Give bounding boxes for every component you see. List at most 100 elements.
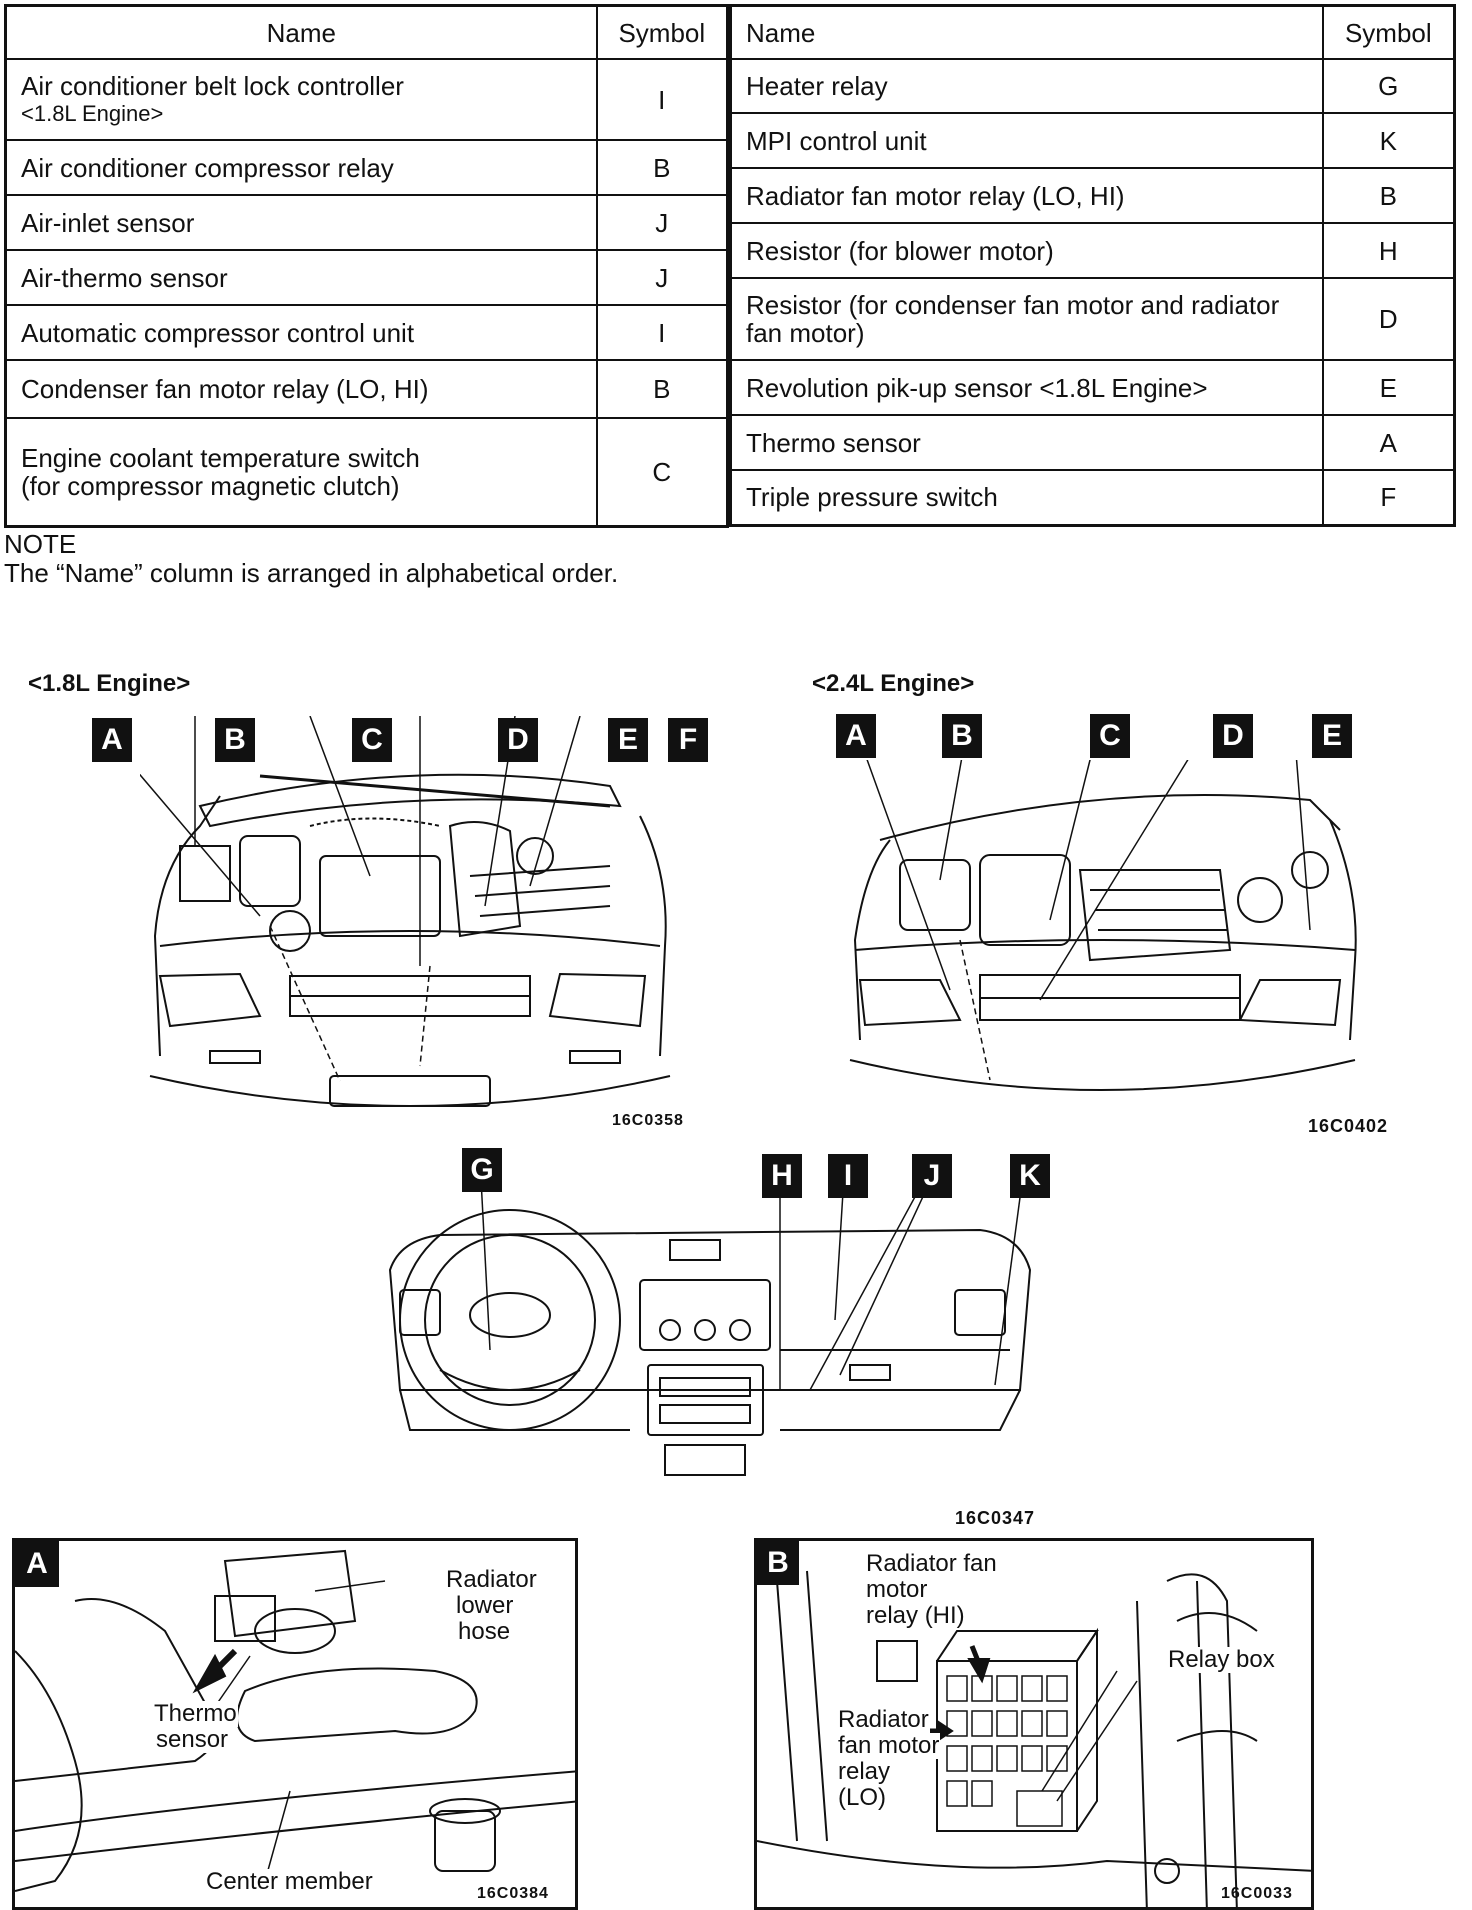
row-symbol: A (1321, 414, 1456, 471)
detail-a-hose-text-1: Radiator (445, 1566, 538, 1593)
row-symbol: I (595, 58, 729, 141)
engine-18-label-b: B (215, 718, 255, 762)
table-row: Air-thermo sensor J (4, 249, 729, 306)
detail-b-lo-text-3: relay (837, 1758, 892, 1785)
engine-18-label-c: C (352, 718, 392, 762)
table-row: Resistor (for condenser fan motor and ra… (729, 277, 1456, 361)
detail-b-hi-text-3: relay (HI) (865, 1602, 966, 1629)
dashboard-label-g: G (462, 1148, 502, 1192)
row-name: Air conditioner belt lock controller (21, 70, 404, 101)
table-row: Air conditioner belt lock controller<1.8… (4, 58, 729, 141)
row-symbol: G (1321, 58, 1456, 114)
dashboard-label-j: J (912, 1154, 952, 1198)
note-text: The “Name” column is arranged in alphabe… (4, 558, 619, 588)
table-row: Air conditioner compressor relay B (4, 139, 729, 196)
row-name: Automatic compressor control unit (4, 304, 598, 361)
row-symbol: J (595, 249, 729, 306)
table-row: Heater relay G (729, 58, 1456, 114)
detail-a-hose-text-3: hose (457, 1618, 512, 1645)
detail-a-frame: A Radiator lower hose Thermo sensor Cent… (12, 1538, 578, 1910)
detail-b-frame: B Radiator fan motor relay (HI) Radiator… (754, 1538, 1314, 1910)
detail-b-lo-text-1: Radiator (837, 1706, 930, 1733)
dashboard-illustration (388, 1190, 1032, 1476)
detail-b-illustration (757, 1570, 1311, 1907)
engine-18-label-a: A (92, 718, 132, 762)
engine-18-caption: <1.8L Engine> (28, 670, 191, 697)
row-symbol: I (595, 304, 729, 361)
detail-a-illustration (15, 1549, 575, 1892)
row-name: MPI control unit (729, 112, 1324, 169)
row-sub: (for compressor magnetic clutch) (21, 470, 400, 501)
detail-b-figure-code: 16C0033 (1221, 1885, 1293, 1902)
header-symbol: Symbol (595, 4, 729, 60)
engine-18-label-d: D (498, 718, 538, 762)
row-symbol: D (1321, 277, 1456, 361)
engine-24-caption: <2.4L Engine> (812, 670, 975, 697)
row-name: Air-inlet sensor (4, 194, 598, 251)
row-name: Engine coolant temperature switch (21, 442, 420, 473)
detail-a-label: A (15, 1541, 59, 1587)
row-name: Heater relay (729, 58, 1324, 114)
table-row: MPI control unit K (729, 112, 1456, 169)
engine-24-illustration (849, 760, 1357, 1091)
dashboard-label-k: K (1010, 1154, 1050, 1198)
table-row: Thermo sensor A (729, 414, 1456, 471)
engine-24-label-d: D (1213, 714, 1253, 758)
row-name: Resistor (for blower motor) (729, 222, 1324, 279)
row-symbol: F (1321, 469, 1456, 526)
row-name: Triple pressure switch (729, 469, 1324, 526)
component-table-left: Name Symbol Air conditioner belt lock co… (4, 4, 729, 528)
row-symbol: E (1321, 359, 1456, 416)
detail-a-figure-code: 16C0384 (477, 1885, 549, 1902)
engine-18-label-e: E (608, 718, 648, 762)
note: NOTE The “Name” column is arranged in al… (4, 530, 618, 588)
table-row: Automatic compressor control unit I (4, 304, 729, 361)
row-sub: <1.8L Engine> (21, 100, 164, 126)
row-name: Radiator fan motor relay (LO, HI) (729, 167, 1324, 224)
row-symbol: B (595, 359, 729, 419)
dashboard-figure-code: 16C0347 (955, 1508, 1036, 1528)
header-name: Name (4, 4, 598, 60)
engine-24-label-a: A (836, 714, 876, 758)
header-name: Name (729, 4, 1324, 60)
table-row: Revolution pik-up sensor <1.8L Engine> E (729, 359, 1456, 416)
header-symbol: Symbol (1321, 4, 1456, 60)
detail-a-member-text: Center member (205, 1868, 374, 1895)
engine-24-label-b: B (942, 714, 982, 758)
row-symbol: C (595, 417, 729, 527)
table-row: Condenser fan motor relay (LO, HI) B (4, 359, 729, 419)
detail-b-lo-text-4: (LO) (837, 1784, 887, 1811)
row-symbol: B (1321, 167, 1456, 224)
detail-a-hose-text-2: lower (455, 1592, 515, 1619)
table-row: Engine coolant temperature switch(for co… (4, 417, 729, 527)
row-name: Condenser fan motor relay (LO, HI) (4, 359, 598, 419)
note-title: NOTE (4, 529, 77, 559)
row-symbol: B (595, 139, 729, 196)
component-table-right: Name Symbol Heater relay G MPI control u… (729, 4, 1456, 527)
row-name: Resistor (for condenser fan motor and ra… (746, 290, 1280, 320)
engine-24-label-e: E (1312, 714, 1352, 758)
row-name: Thermo sensor (729, 414, 1324, 471)
detail-b-hi-text-1: Radiator fan (865, 1550, 998, 1577)
detail-a-sensor-text-1: Thermo (153, 1700, 238, 1727)
engine-18-illustration (140, 716, 671, 1107)
row-symbol: H (1321, 222, 1456, 279)
detail-a-sensor-text-2: sensor (155, 1726, 230, 1753)
row-name: Revolution pik-up sensor <1.8L Engine> (729, 359, 1324, 416)
dashboard-label-i: I (828, 1154, 868, 1198)
detail-b-box-text: Relay box (1167, 1646, 1276, 1673)
table-row: Air-inlet sensor J (4, 194, 729, 251)
engine-18-label-f: F (668, 718, 708, 762)
detail-b-hi-text-2: motor (865, 1576, 929, 1603)
table-row: Radiator fan motor relay (LO, HI) B (729, 167, 1456, 224)
detail-b-lo-text-2: fan motor (837, 1732, 941, 1759)
detail-b-label: B (757, 1541, 799, 1585)
engine-24-label-c: C (1090, 714, 1130, 758)
row-name: Air conditioner compressor relay (4, 139, 598, 196)
row-sub: fan motor) (746, 318, 865, 348)
engine-18-figure-code: 16C0358 (612, 1112, 684, 1129)
dashboard-label-h: H (762, 1154, 802, 1198)
table-row: Triple pressure switch F (729, 469, 1456, 526)
row-name: Air-thermo sensor (4, 249, 598, 306)
engine-24-figure-code: 16C0402 (1308, 1116, 1389, 1136)
